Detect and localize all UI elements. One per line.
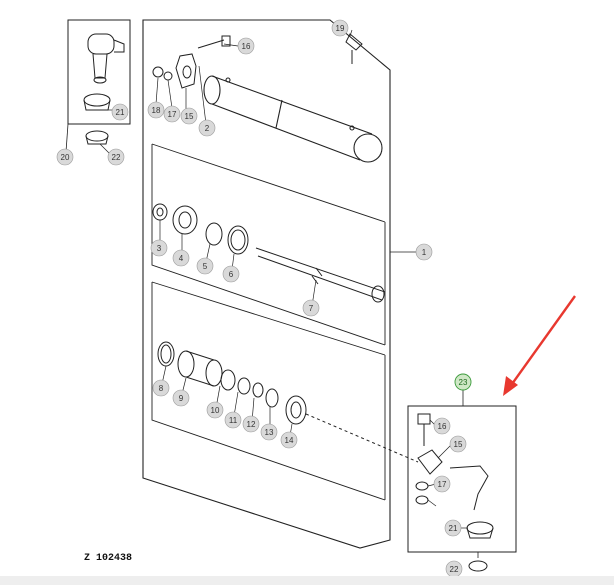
leader-lines (99, 29, 468, 529)
svg-text:12: 12 (247, 420, 256, 429)
svg-text:13: 13 (265, 428, 274, 437)
svg-text:4: 4 (179, 254, 184, 263)
callout-2: 2 (198, 119, 216, 137)
callout-14: 14 (280, 431, 298, 449)
callout-8: 8 (152, 379, 170, 397)
callout-19: 19 (331, 19, 349, 37)
callout-22: 22 (107, 148, 125, 166)
piston-parts (152, 203, 386, 303)
callout-markers: 1 2 3 4 5 6 7 8 9 10 11 12 13 14 15 16 1… (56, 19, 472, 578)
callout-11: 11 (224, 411, 242, 429)
main-assembly-outline (142, 19, 391, 549)
callout-16: 16 (237, 37, 255, 55)
bottom-strip (0, 576, 614, 585)
callout-10: 10 (206, 401, 224, 419)
piston-group-frame (151, 143, 386, 346)
callout-7: 7 (302, 299, 320, 317)
callout-9: 9 (172, 389, 190, 407)
drawing-code: Z 102438 (84, 553, 132, 564)
callout-23-highlighted: 23 (454, 373, 472, 391)
cylinder-barrel (203, 75, 383, 163)
right-kit-box (407, 405, 517, 553)
svg-text:8: 8 (159, 384, 164, 393)
svg-text:17: 17 (168, 110, 177, 119)
callout-5: 5 (196, 257, 214, 275)
callout-17-right: 17 (433, 475, 451, 493)
svg-text:21: 21 (449, 524, 458, 533)
red-annotation-arrow (503, 295, 576, 396)
clamp-and-bolt (152, 33, 363, 89)
svg-text:16: 16 (438, 422, 447, 431)
svg-text:5: 5 (203, 262, 208, 271)
svg-text:17: 17 (438, 480, 447, 489)
callout-13: 13 (260, 423, 278, 441)
right-ball-joint (415, 413, 494, 572)
svg-text:3: 3 (157, 244, 162, 253)
callout-15: 15 (180, 107, 198, 125)
svg-text:15: 15 (185, 112, 194, 121)
svg-text:16: 16 (242, 42, 251, 51)
svg-text:20: 20 (61, 153, 70, 162)
callout-16-right: 16 (433, 417, 451, 435)
svg-text:6: 6 (229, 270, 234, 279)
svg-text:9: 9 (179, 394, 184, 403)
callout-1: 1 (415, 243, 433, 261)
svg-text:22: 22 (112, 153, 121, 162)
callout-18: 18 (147, 101, 165, 119)
callout-12: 12 (242, 415, 260, 433)
callout-22-right: 22 (445, 560, 463, 578)
svg-text:1: 1 (422, 248, 427, 257)
svg-text:14: 14 (285, 436, 294, 445)
callout-21-right: 21 (444, 519, 462, 537)
svg-text:2: 2 (205, 124, 210, 133)
callout-20: 20 (56, 148, 74, 166)
left-kit-box (67, 19, 131, 125)
callout-21: 21 (111, 103, 129, 121)
svg-text:10: 10 (211, 406, 220, 415)
left-ball-joint (83, 33, 125, 145)
svg-text:18: 18 (152, 106, 161, 115)
seal-group-frame (151, 281, 386, 501)
callout-15-right: 15 (449, 435, 467, 453)
svg-text:22: 22 (450, 565, 459, 574)
svg-text:11: 11 (229, 416, 238, 425)
svg-text:23: 23 (459, 378, 468, 387)
svg-text:7: 7 (309, 304, 314, 313)
callout-6: 6 (222, 265, 240, 283)
callout-4: 4 (172, 249, 190, 267)
svg-text:21: 21 (116, 108, 125, 117)
callout-3: 3 (150, 239, 168, 257)
callout-17: 17 (163, 105, 181, 123)
svg-text:15: 15 (454, 440, 463, 449)
svg-text:19: 19 (336, 24, 345, 33)
